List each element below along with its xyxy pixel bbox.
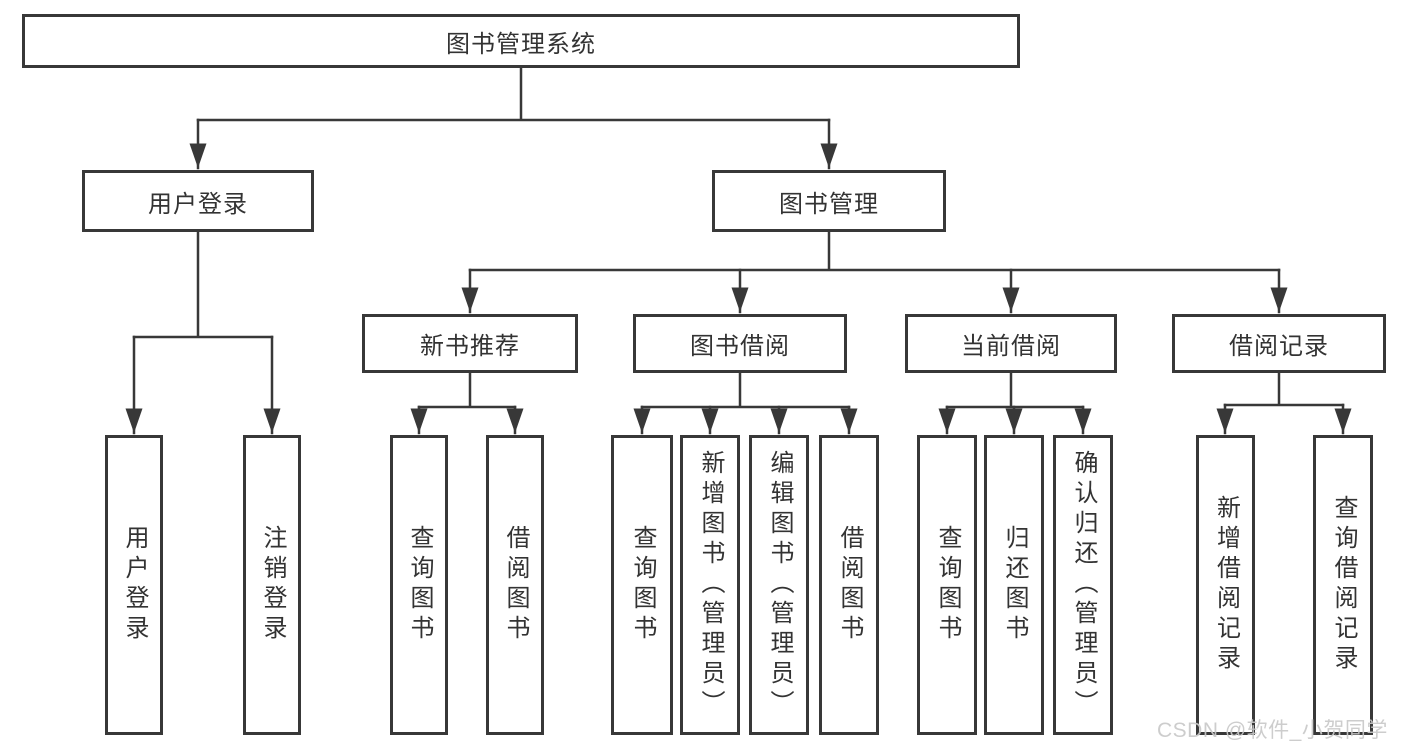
node-book-borrow: 图书借阅 xyxy=(633,314,847,373)
node-label: 用户登录 xyxy=(121,525,148,645)
node-label: 图书管理 xyxy=(779,190,879,218)
leaf-add-borrow-record: 新增借阅记录 xyxy=(1196,435,1255,735)
node-label: 查询借阅记录 xyxy=(1330,495,1357,675)
node-label: 用户登录 xyxy=(148,190,248,218)
node-label: 查询图书 xyxy=(934,525,961,645)
node-user-login: 用户登录 xyxy=(82,170,314,232)
leaf-query-borrow-record: 查询借阅记录 xyxy=(1313,435,1373,735)
node-current-borrow: 当前借阅 xyxy=(905,314,1117,373)
node-label: 查询图书 xyxy=(629,525,656,645)
node-label: 新增借阅记录 xyxy=(1212,495,1240,675)
node-label: 图书管理系统 xyxy=(446,30,596,58)
leaf-user-login: 用户登录 xyxy=(105,435,163,735)
leaf-borrow-books: 借阅图书 xyxy=(819,435,879,735)
node-label: 归还图书 xyxy=(1001,525,1028,645)
node-root-system: 图书管理系统 xyxy=(22,14,1020,68)
node-label: 借阅图书 xyxy=(836,525,863,645)
leaf-borrow-books-recommend: 借阅图书 xyxy=(486,435,544,735)
node-label: 图书借阅 xyxy=(690,333,790,360)
node-borrow-records: 借阅记录 xyxy=(1172,314,1386,373)
leaf-query-books-current: 查询图书 xyxy=(917,435,977,735)
node-label: 借阅图书 xyxy=(502,525,529,645)
leaf-add-books-admin: 新增图书（管理员） xyxy=(680,435,740,735)
leaf-logout: 注销登录 xyxy=(243,435,301,735)
csdn-watermark: CSDN @软件_小贺同学 xyxy=(1157,719,1388,742)
leaf-confirm-return-admin: 确认归还（管理员） xyxy=(1053,435,1113,735)
node-label: 编辑图书（管理员） xyxy=(766,450,793,720)
node-label: 借阅记录 xyxy=(1229,333,1329,360)
leaf-return-books: 归还图书 xyxy=(984,435,1044,735)
node-label: 确认归还（管理员） xyxy=(1070,450,1097,720)
node-label: 注销登录 xyxy=(259,525,286,645)
node-book-management: 图书管理 xyxy=(712,170,946,232)
leaf-query-books-recommend: 查询图书 xyxy=(390,435,448,735)
leaf-query-books-borrow: 查询图书 xyxy=(611,435,673,735)
leaf-edit-books-admin: 编辑图书（管理员） xyxy=(749,435,809,735)
node-label: 查询图书 xyxy=(406,525,433,645)
node-label: 新书推荐 xyxy=(420,333,520,360)
node-new-book-recommend: 新书推荐 xyxy=(362,314,578,373)
node-label: 新增图书（管理员） xyxy=(697,450,724,720)
node-label: 当前借阅 xyxy=(961,333,1061,360)
